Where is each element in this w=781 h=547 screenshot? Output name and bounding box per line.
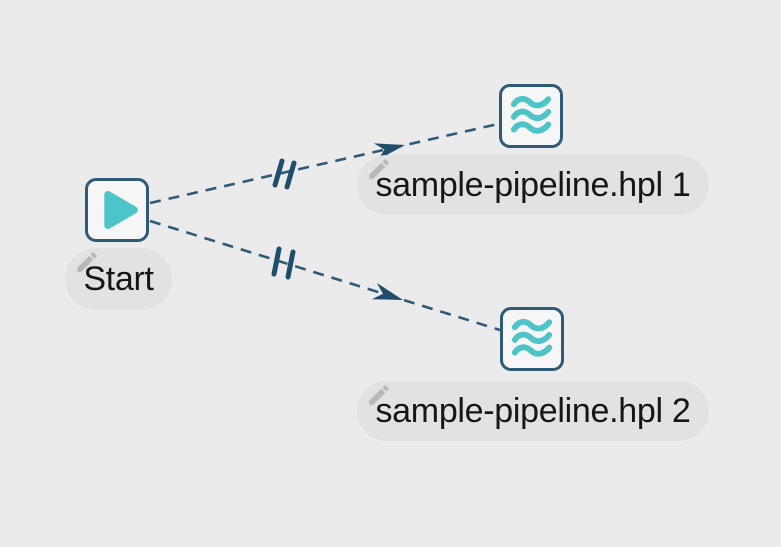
- node-label-text: Start: [83, 260, 154, 298]
- waves-icon: [511, 318, 553, 357]
- node-label-text: sample-pipeline.hpl 1: [375, 166, 691, 204]
- parallel-execution-icon: [272, 158, 297, 190]
- hop-line[interactable]: [149, 219, 501, 332]
- connection-start-to-pipeline-2[interactable]: [149, 219, 501, 332]
- node-pipeline-2[interactable]: [500, 307, 564, 371]
- node-pipeline-2-label[interactable]: sample-pipeline.hpl 2: [357, 381, 709, 441]
- node-start[interactable]: [85, 178, 149, 242]
- hop-line[interactable]: [149, 122, 499, 205]
- node-pipeline-1[interactable]: [499, 84, 563, 148]
- arrowhead-icon: [371, 282, 403, 300]
- node-pipeline-1-label[interactable]: sample-pipeline.hpl 1: [357, 155, 709, 215]
- node-label-text: sample-pipeline.hpl 2: [375, 392, 691, 430]
- waves-icon: [510, 95, 552, 134]
- play-icon: [104, 190, 138, 230]
- parallel-execution-icon: [271, 246, 296, 280]
- node-start-label[interactable]: Start: [65, 248, 172, 310]
